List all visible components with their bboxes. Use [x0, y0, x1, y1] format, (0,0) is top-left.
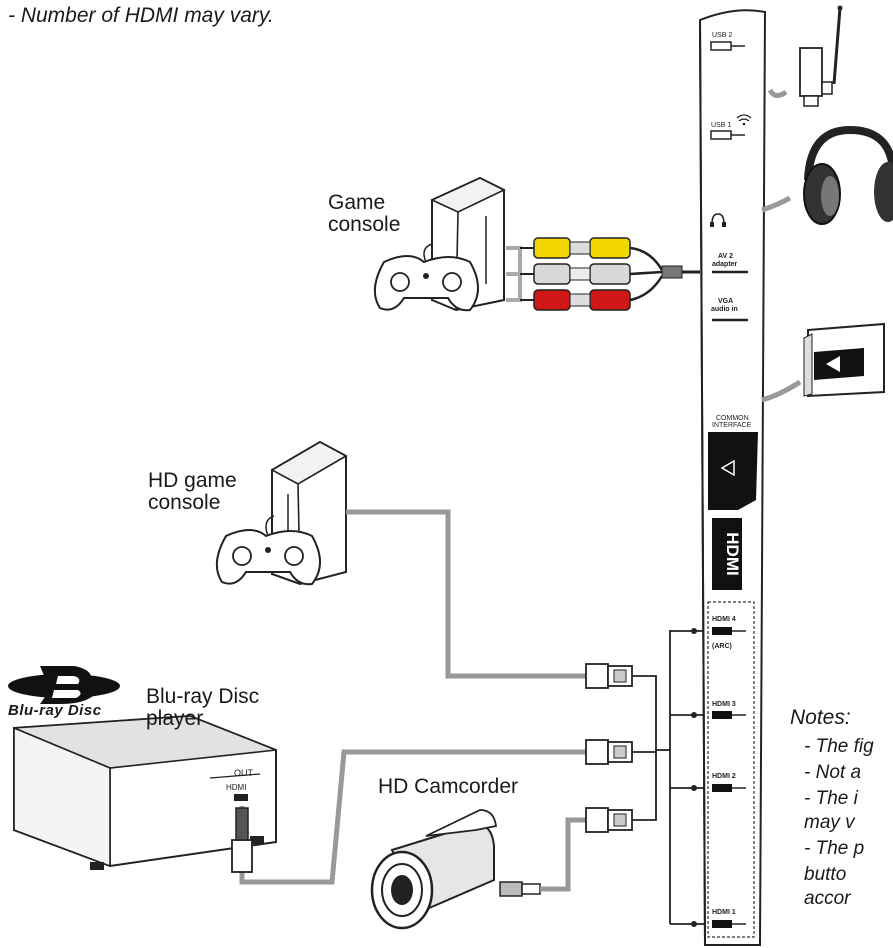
- game-console-label-line2: console: [328, 213, 401, 236]
- hdmi1-label: HDMI 1: [712, 909, 736, 916]
- hdmi-count-note: - Number of HDMI may vary.: [8, 4, 274, 27]
- note-line-3: - The i: [804, 788, 858, 809]
- usb1-port-label: USB 1: [711, 122, 731, 129]
- bluray-logo-icon: [8, 666, 120, 704]
- hdmi4-port: HDMI 4 (ARC): [712, 616, 746, 650]
- hdmi4-label: HDMI 4: [712, 616, 736, 623]
- usb1-port: USB 1: [710, 114, 752, 140]
- note-line-6: butto: [804, 864, 847, 885]
- notes-title: Notes:: [790, 706, 851, 729]
- hdmi3-label: HDMI 3: [712, 701, 736, 708]
- av2-port-label-2: adapter: [712, 261, 738, 268]
- note-line-7: accor: [804, 888, 851, 909]
- hdmi3-port: HDMI 3: [712, 701, 746, 719]
- hd-gamepad-icon: [215, 515, 321, 586]
- red-rca-plug: [520, 289, 631, 311]
- white-rca-plug: [520, 263, 631, 285]
- game-console-label-line1: Game: [328, 191, 386, 214]
- bluray-player-icon: OUT HDMI: [13, 714, 277, 870]
- note-line-4: may v: [804, 812, 855, 833]
- hdmi2-port: HDMI 2: [712, 773, 746, 792]
- vga-audio-in-port: VGA audio in: [711, 298, 748, 322]
- vga-port-label-2: audio in: [711, 306, 738, 313]
- hdmi-logo: HDMI: [712, 518, 742, 590]
- headphones-icon: [761, 125, 893, 225]
- hdmi-logo-text: HDMI: [723, 532, 742, 575]
- av-composite-cable: [506, 237, 700, 311]
- av2-adapter-port: AV 2 adapter: [712, 253, 748, 274]
- hd-game-console-label: HD game console: [148, 470, 237, 514]
- hdmi-plug-2: [585, 739, 633, 765]
- ci-label-2: INTERFACE: [712, 422, 752, 429]
- ci-module-card-icon: [761, 322, 885, 403]
- headphone-jack-icon: [710, 213, 726, 227]
- note-line-5: - The p: [804, 838, 865, 859]
- usb2-port-label: USB 2: [712, 32, 732, 39]
- common-interface-slot: COMMON INTERFACE: [708, 415, 758, 510]
- av2-port-label: AV 2: [718, 253, 733, 260]
- bluray-player-label-line2: player: [146, 707, 204, 730]
- gamepad-icon: [373, 243, 479, 312]
- player-out-label: OUT: [234, 768, 254, 778]
- hdmi-plug-1: [585, 663, 633, 689]
- bluray-player-label: Blu-ray Disc player: [146, 686, 259, 730]
- yellow-rca-plug: [520, 237, 631, 259]
- usb-wifi-dongle-icon: [767, 5, 843, 107]
- note-line-1: - The fig: [804, 736, 874, 757]
- vga-port-label: VGA: [718, 298, 733, 305]
- game-console-label: Game console: [328, 192, 400, 236]
- hd-game-console-label-line2: console: [148, 491, 221, 514]
- hdmi1-port: HDMI 1: [712, 909, 746, 928]
- hdmi-cables: [231, 509, 704, 927]
- hd-game-console-label-line1: HD game: [148, 469, 237, 492]
- player-hdmi-label: HDMI: [226, 783, 246, 792]
- ci-label: COMMON: [716, 415, 749, 422]
- bluray-logo-text: Blu-ray Disc: [8, 702, 102, 719]
- bluray-player-label-line1: Blu-ray Disc: [146, 685, 260, 708]
- hdmi-ports-group: [707, 601, 755, 938]
- hdmi2-label: HDMI 2: [712, 773, 736, 780]
- hd-camcorder-label: HD Camcorder: [378, 775, 519, 798]
- hd-camcorder-icon: [370, 809, 541, 930]
- wifi-icon: [736, 114, 752, 126]
- note-line-2: - Not a: [804, 762, 862, 783]
- hdmi-plug-3: [585, 807, 633, 833]
- hdmi4-arc-label: (ARC): [712, 643, 732, 650]
- usb2-port: USB 2: [710, 32, 745, 51]
